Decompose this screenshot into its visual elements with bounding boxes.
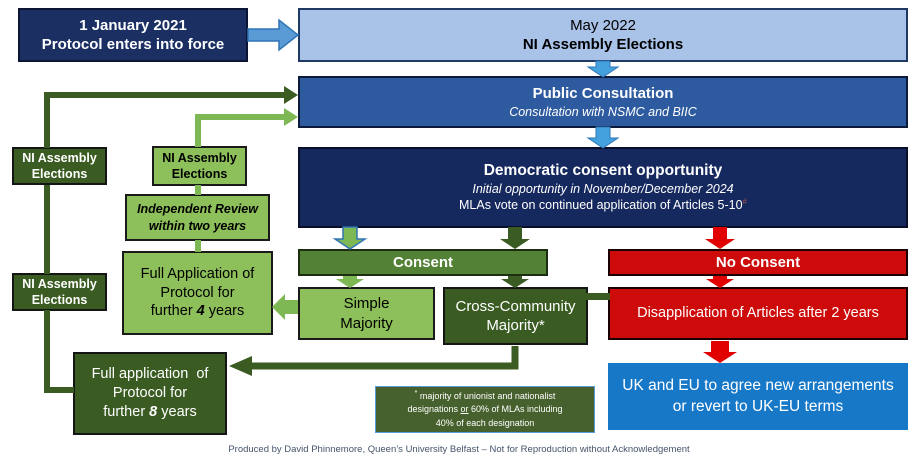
democratic-consent-title: Democratic consent opportunity — [483, 162, 723, 180]
full-app-4-post: years — [204, 303, 245, 320]
protocol-enters-force-box: 1 January 2021 Protocol enters into forc… — [18, 8, 248, 62]
footnote-line3: 40% of each designation — [435, 417, 535, 428]
public-consultation-subtitle: Consultation with NSMC and BIIC — [509, 104, 697, 119]
cross-community-line1: Cross-Community — [455, 297, 576, 315]
arrow-consultation-to-consent-opportunity — [586, 126, 620, 149]
may-2022-label: NI Assembly Elections — [522, 36, 684, 53]
footnote-line1: * majority of unionist and nationalist — [415, 389, 556, 404]
no-consent-bar: No Consent — [608, 249, 908, 276]
uk-eu-arrangements-box: UK and EU to agree new arrangements or r… — [608, 363, 908, 430]
ni-elections-line1: NI Assembly — [162, 150, 237, 165]
arrow-may-to-consultation — [586, 60, 620, 78]
footnote-line2-post: 60% of MLAs including — [468, 404, 563, 415]
democratic-consent-subtitle: Initial opportunity in November/December… — [472, 182, 734, 197]
cross-community-majority-box: Cross-Community Majority* — [443, 287, 588, 345]
independent-review-line2: within two years — [148, 218, 247, 233]
cross-community-footnote-box: * majority of unionist and nationalist d… — [375, 386, 595, 433]
disapplication-box: Disapplication of Articles after 2 years — [608, 287, 908, 340]
ni-elections-box-lower-dark: NI Assembly Elections — [12, 273, 107, 311]
line-cross-community-to-8years — [252, 346, 519, 370]
democratic-consent-box: Democratic consent opportunity Initial o… — [298, 147, 908, 228]
link-cross-community-to-disapplication — [586, 293, 610, 300]
arrow-protocol-to-may — [247, 18, 300, 52]
full-app-4-line2: Protocol for — [160, 284, 235, 301]
full-application-4-years-box: Full Application of Protocol for further… — [122, 251, 273, 335]
protocol-force-date: 1 January 2021 — [79, 16, 187, 34]
line-ni3-to-8years — [44, 310, 74, 393]
arrowhead-ni2-to-consultation — [284, 108, 298, 126]
full-app-8-pre: further — [103, 403, 150, 420]
disapplication-label: Disapplication of Articles after 2 years — [637, 305, 879, 322]
ni-elections-box-light: NI Assembly Elections — [152, 146, 247, 186]
uk-eu-line1: UK and EU to agree new arrangements — [622, 377, 894, 395]
arrow-opportunity-to-consent-light — [332, 226, 368, 250]
attribution-caption: Produced by David Phinnemore, Queen’s Un… — [228, 444, 690, 455]
ni-elections-line2: Elections — [31, 293, 88, 307]
line-ni2-to-consultation — [195, 114, 284, 147]
full-app-8-post: years — [157, 403, 197, 420]
full-app-4-line3: further 4 years — [151, 302, 245, 321]
consent-label: Consent — [393, 253, 453, 271]
consent-bar: Consent — [298, 249, 548, 276]
ni-elections-line2: Elections — [171, 167, 228, 181]
public-consultation-title: Public Consultation — [532, 85, 674, 103]
simple-majority-box: Simple Majority — [298, 287, 435, 340]
full-app-4-pre: further — [150, 303, 197, 320]
protocol-force-label: Protocol enters into force — [41, 36, 225, 53]
arrowhead-cross-community-to-8years — [229, 356, 252, 376]
full-app-8-number: 8 — [149, 403, 158, 420]
footnote-or-underlined: or — [460, 404, 469, 415]
simple-majority-line2: Majority — [340, 314, 393, 332]
full-app-8-line3: further 8 years — [103, 403, 197, 422]
full-app-8-line2: Protocol for — [112, 385, 188, 402]
full-app-4-line1: Full Application of — [140, 265, 255, 282]
footnote-hash-marker: # — [742, 197, 747, 207]
democratic-consent-detail: MLAs vote on continued application of Ar… — [459, 197, 747, 213]
simple-majority-line1: Simple — [343, 295, 390, 312]
footnote-line2: designations or 60% of MLAs including — [407, 403, 562, 417]
no-consent-label: No Consent — [715, 253, 801, 271]
full-app-8-line1: Full application of — [91, 366, 209, 383]
public-consultation-box: Public Consultation Consultation with NS… — [298, 76, 908, 128]
arrow-opportunity-to-no-consent — [705, 227, 735, 249]
ni-elections-box-upper-dark: NI Assembly Elections — [12, 147, 107, 185]
line-ni1-to-consultation — [44, 92, 284, 148]
arrow-simple-majority-to-4years — [272, 294, 298, 320]
ni-elections-line1: NI Assembly — [22, 150, 97, 165]
independent-review-box: Independent Review within two years — [125, 194, 270, 241]
cross-community-line2: Majority* — [486, 317, 545, 334]
may-2022-date: May 2022 — [570, 16, 636, 34]
democratic-consent-detail-text: MLAs vote on continued application of Ar… — [459, 198, 743, 213]
footnote-asterisk: * — [414, 389, 418, 397]
footnote-line2-pre: designations — [407, 404, 461, 415]
uk-eu-line2: or revert to UK-EU terms — [672, 397, 844, 415]
ni-elections-line2: Elections — [31, 167, 88, 181]
full-app-4-number: 4 — [196, 303, 205, 320]
arrowhead-ni1-to-consultation — [284, 86, 298, 104]
footnote-line1-text: majority of unionist and nationalist — [417, 390, 556, 401]
may-2022-elections-box: May 2022 NI Assembly Elections — [298, 8, 908, 62]
arrow-disapplication-to-uk-eu — [703, 341, 737, 363]
independent-review-line1: Independent Review — [137, 202, 258, 217]
arrow-opportunity-to-consent-dark — [500, 227, 530, 249]
ni-elections-line1: NI Assembly — [22, 276, 97, 291]
full-application-8-years-box: Full application of Protocol for further… — [73, 352, 227, 435]
